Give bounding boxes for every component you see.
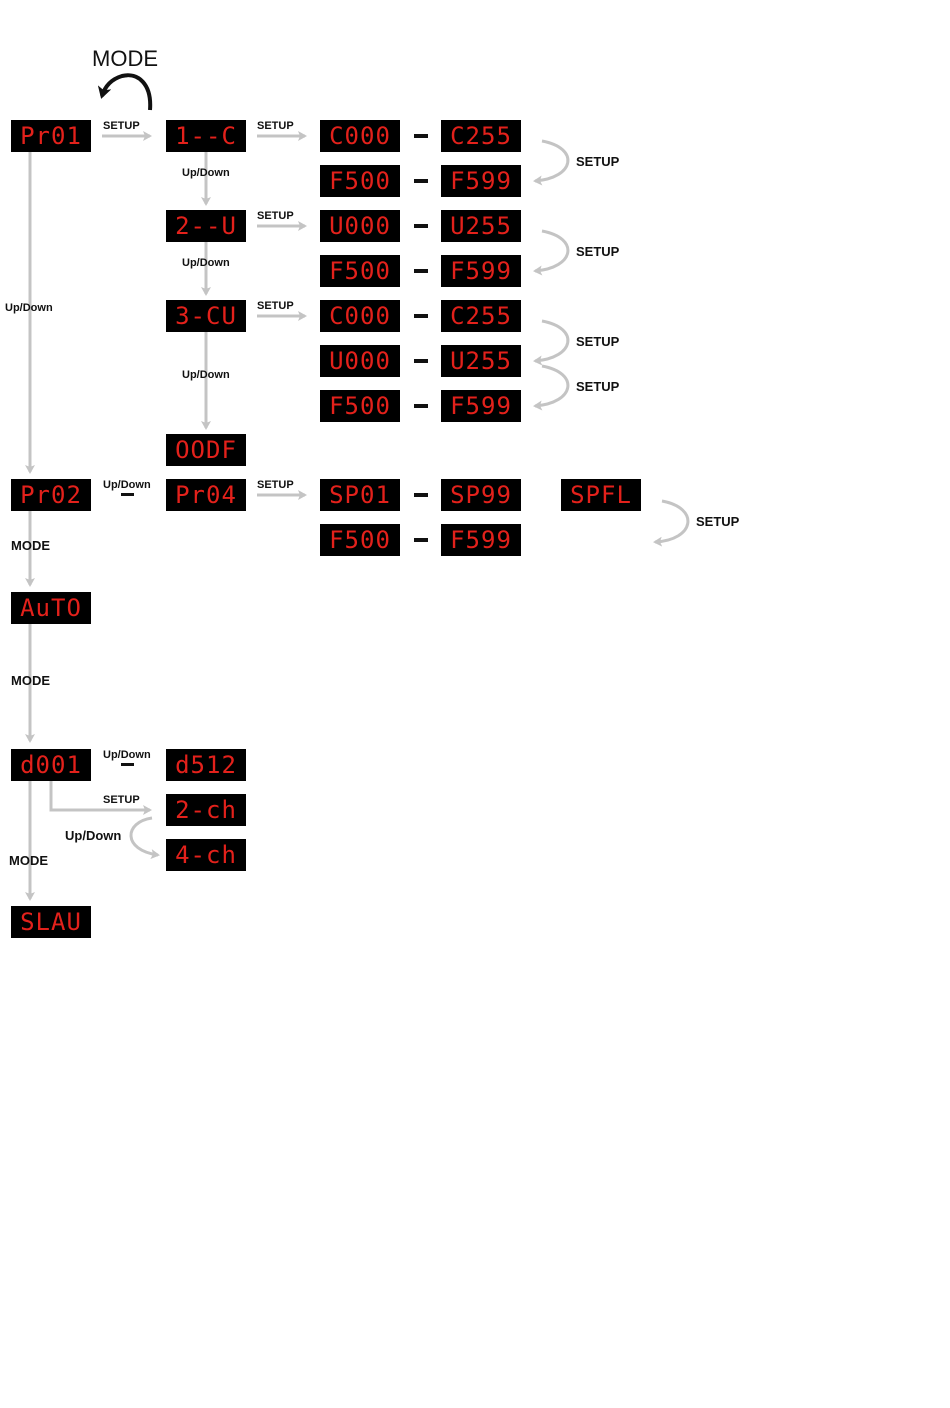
display-c000: C000 [320, 120, 400, 152]
label-setup: SETUP [257, 120, 294, 132]
display-auto: AuTO [11, 592, 91, 624]
curve-2ch-4ch [129, 816, 160, 859]
range-dash [414, 404, 428, 408]
display-1c: 1--C [166, 120, 246, 152]
display-pr02: Pr02 [11, 479, 91, 511]
label-updown: Up/Down [103, 479, 151, 491]
range-dash [414, 359, 428, 363]
label-setup: SETUP [257, 300, 294, 312]
display-pr04: Pr04 [166, 479, 246, 511]
label-setup: SETUP [103, 794, 140, 806]
display-d512: d512 [166, 749, 246, 781]
label-updown: Up/Down [182, 369, 230, 381]
label-setup: SETUP [696, 514, 740, 529]
display-f500: F500 [320, 524, 400, 556]
display-u255: U255 [441, 345, 521, 377]
display-c255: C255 [441, 300, 521, 332]
mode-title: MODE [92, 46, 158, 71]
label-setup: SETUP [257, 210, 294, 222]
curve-setup-2 [533, 229, 570, 276]
label-setup: SETUP [103, 120, 140, 132]
label-mode: MODE [9, 853, 48, 868]
display-f500: F500 [320, 390, 400, 422]
display-4ch: 4-ch [166, 839, 246, 871]
label-updown: Up/Down [182, 257, 230, 269]
label-updown: Up/Down [65, 828, 122, 843]
display-oodf: OODF [166, 434, 246, 466]
display-slav: SLAU [11, 906, 91, 938]
display-spfl: SPFL [561, 479, 641, 511]
display-sp99: SP99 [441, 479, 521, 511]
curve-setup-4 [533, 364, 570, 411]
display-sp01: SP01 [320, 479, 400, 511]
label-setup: SETUP [576, 154, 620, 169]
display-f599: F599 [441, 165, 521, 197]
range-dash [414, 179, 428, 183]
label-updown: Up/Down [182, 167, 230, 179]
mode-cycle-arrow [97, 73, 153, 111]
range-dash [414, 224, 428, 228]
display-2u: 2--U [166, 210, 246, 242]
display-3cu: 3-CU [166, 300, 246, 332]
display-f599: F599 [441, 255, 521, 287]
range-dash [414, 269, 428, 273]
range-dash [121, 493, 134, 496]
display-d001: d001 [11, 749, 91, 781]
range-dash [414, 134, 428, 138]
display-f500: F500 [320, 165, 400, 197]
range-dash [414, 493, 428, 497]
display-c255: C255 [441, 120, 521, 152]
range-dash [121, 763, 134, 766]
label-mode: MODE [11, 538, 50, 553]
display-pr01: Pr01 [11, 120, 91, 152]
arrow-d001-2ch [49, 781, 152, 815]
label-setup: SETUP [576, 244, 620, 259]
label-setup: SETUP [576, 379, 620, 394]
label-setup: SETUP [257, 479, 294, 491]
display-2ch: 2-ch [166, 794, 246, 826]
range-dash [414, 538, 428, 542]
label-setup: SETUP [576, 334, 620, 349]
curve-setup-3 [533, 319, 570, 366]
display-f599: F599 [441, 390, 521, 422]
curve-setup-1 [533, 139, 570, 186]
label-updown: Up/Down [5, 302, 53, 314]
display-u255: U255 [441, 210, 521, 242]
display-u000: U000 [320, 345, 400, 377]
label-updown: Up/Down [103, 749, 151, 761]
display-u000: U000 [320, 210, 400, 242]
display-c000: C000 [320, 300, 400, 332]
label-mode: MODE [11, 673, 50, 688]
display-f599: F599 [441, 524, 521, 556]
display-f500: F500 [320, 255, 400, 287]
range-dash [414, 314, 428, 318]
curve-setup-5 [653, 499, 690, 547]
